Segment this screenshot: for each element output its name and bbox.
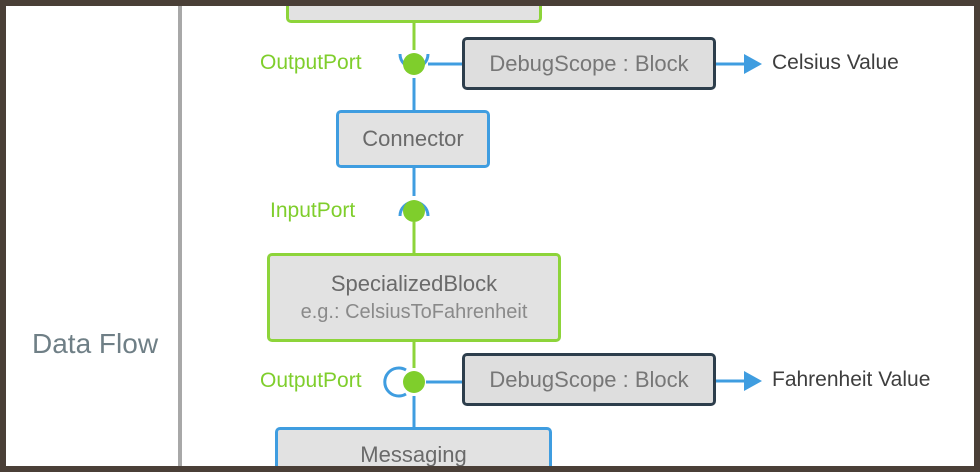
messaging-block: Messaging <box>275 427 552 466</box>
output-port-1-label: OutputPort <box>260 51 362 74</box>
messaging-label: Messaging <box>360 442 467 466</box>
specialized-block: SpecializedBlock e.g.: CelsiusToFahrenhe… <box>267 253 561 342</box>
connector-block: Connector <box>336 110 490 168</box>
top-block <box>286 6 542 23</box>
debug-scope-2-label: DebugScope : Block <box>489 366 689 392</box>
specialized-block-title: SpecializedBlock <box>330 271 498 296</box>
input-port-node <box>398 200 430 222</box>
debug-scope-block-1: DebugScope : Block <box>462 37 716 90</box>
celsius-value-label: Celsius Value <box>772 51 899 74</box>
debug-scope-1-label: DebugScope : Block <box>489 50 689 76</box>
arrow-celsius-output <box>716 54 762 74</box>
diagram-canvas: Data Flow <box>6 6 974 466</box>
specialized-block-subtitle: e.g.: CelsiusToFahrenheit <box>300 301 528 323</box>
input-port-label: InputPort <box>270 199 356 222</box>
column-divider <box>178 6 182 466</box>
row-label: Data Flow <box>32 328 159 359</box>
output-port-2-node <box>383 366 425 398</box>
debug-scope-block-2: DebugScope : Block <box>462 353 716 406</box>
output-port-2-label: OutputPort <box>260 369 362 392</box>
arrow-fahrenheit-output <box>716 371 762 391</box>
fahrenheit-value-label: Fahrenheit Value <box>772 368 931 391</box>
output-port-1-node <box>398 53 430 75</box>
connection-lines <box>383 20 762 430</box>
connector-label: Connector <box>362 126 464 151</box>
